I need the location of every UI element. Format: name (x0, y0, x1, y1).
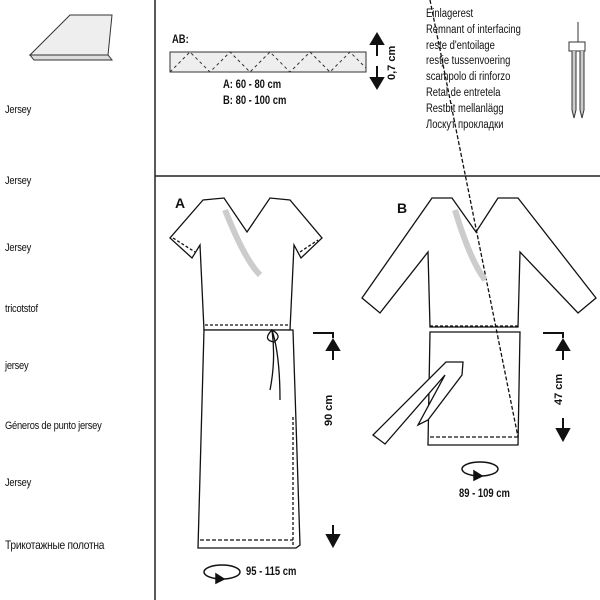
view-b-hem-width: 89 - 109 cm (459, 488, 510, 500)
name-ru: Лоскут прокладки (426, 118, 504, 131)
name-sv: Restbit mellanlägg (426, 102, 504, 115)
name-de: Einlagerest (426, 8, 474, 20)
view-a-hem-width: 95 - 115 cm (246, 566, 297, 578)
dress-b-drawing (361, 0, 597, 446)
interfacing-width: 0,7 cm (386, 45, 398, 80)
length-arrow-b-icon (543, 332, 571, 443)
name-en: Remnant of interfacing (426, 23, 521, 36)
name-es: Retal de entretela (426, 86, 501, 99)
fabric-item: Jersey (5, 175, 32, 187)
view-a-length: 90 cm (323, 394, 335, 426)
dress-a-drawing (169, 197, 323, 549)
fabric-item: Géneros de punto jersey (5, 420, 102, 432)
view-a-label: A (175, 195, 186, 211)
fabric-item: Трикотажные полотна (5, 538, 105, 552)
twin-needle-icon (568, 22, 586, 119)
fabric-item: Jersey (5, 242, 32, 254)
interfacing-label: AB: (172, 34, 189, 46)
name-nl: restje tussenvoering (426, 55, 511, 68)
length-arrow-a-icon (313, 332, 341, 549)
fabric-bolt-icon (28, 14, 114, 61)
view-b-label: B (397, 200, 408, 216)
name-it: scampolo di rinforzo (426, 71, 511, 84)
width-arrow-icon (369, 32, 385, 90)
fabric-item: jersey (5, 360, 29, 372)
view-b-length: 47 cm (553, 373, 565, 405)
name-fr: reste d'entoilage (426, 39, 495, 52)
fabric-item: Jersey (5, 477, 32, 489)
fabric-item: Jersey (5, 104, 32, 116)
circumference-a-icon (203, 564, 241, 585)
length-a: A: 60 - 80 cm (223, 79, 282, 91)
interfacing-strip (169, 51, 367, 73)
length-b: B: 80 - 100 cm (223, 95, 287, 107)
interfacing-names: Einlagerest Remnant of interfacing reste… (426, 7, 542, 133)
fabric-item: tricotstof (5, 303, 38, 315)
circumference-b-icon (461, 461, 499, 482)
